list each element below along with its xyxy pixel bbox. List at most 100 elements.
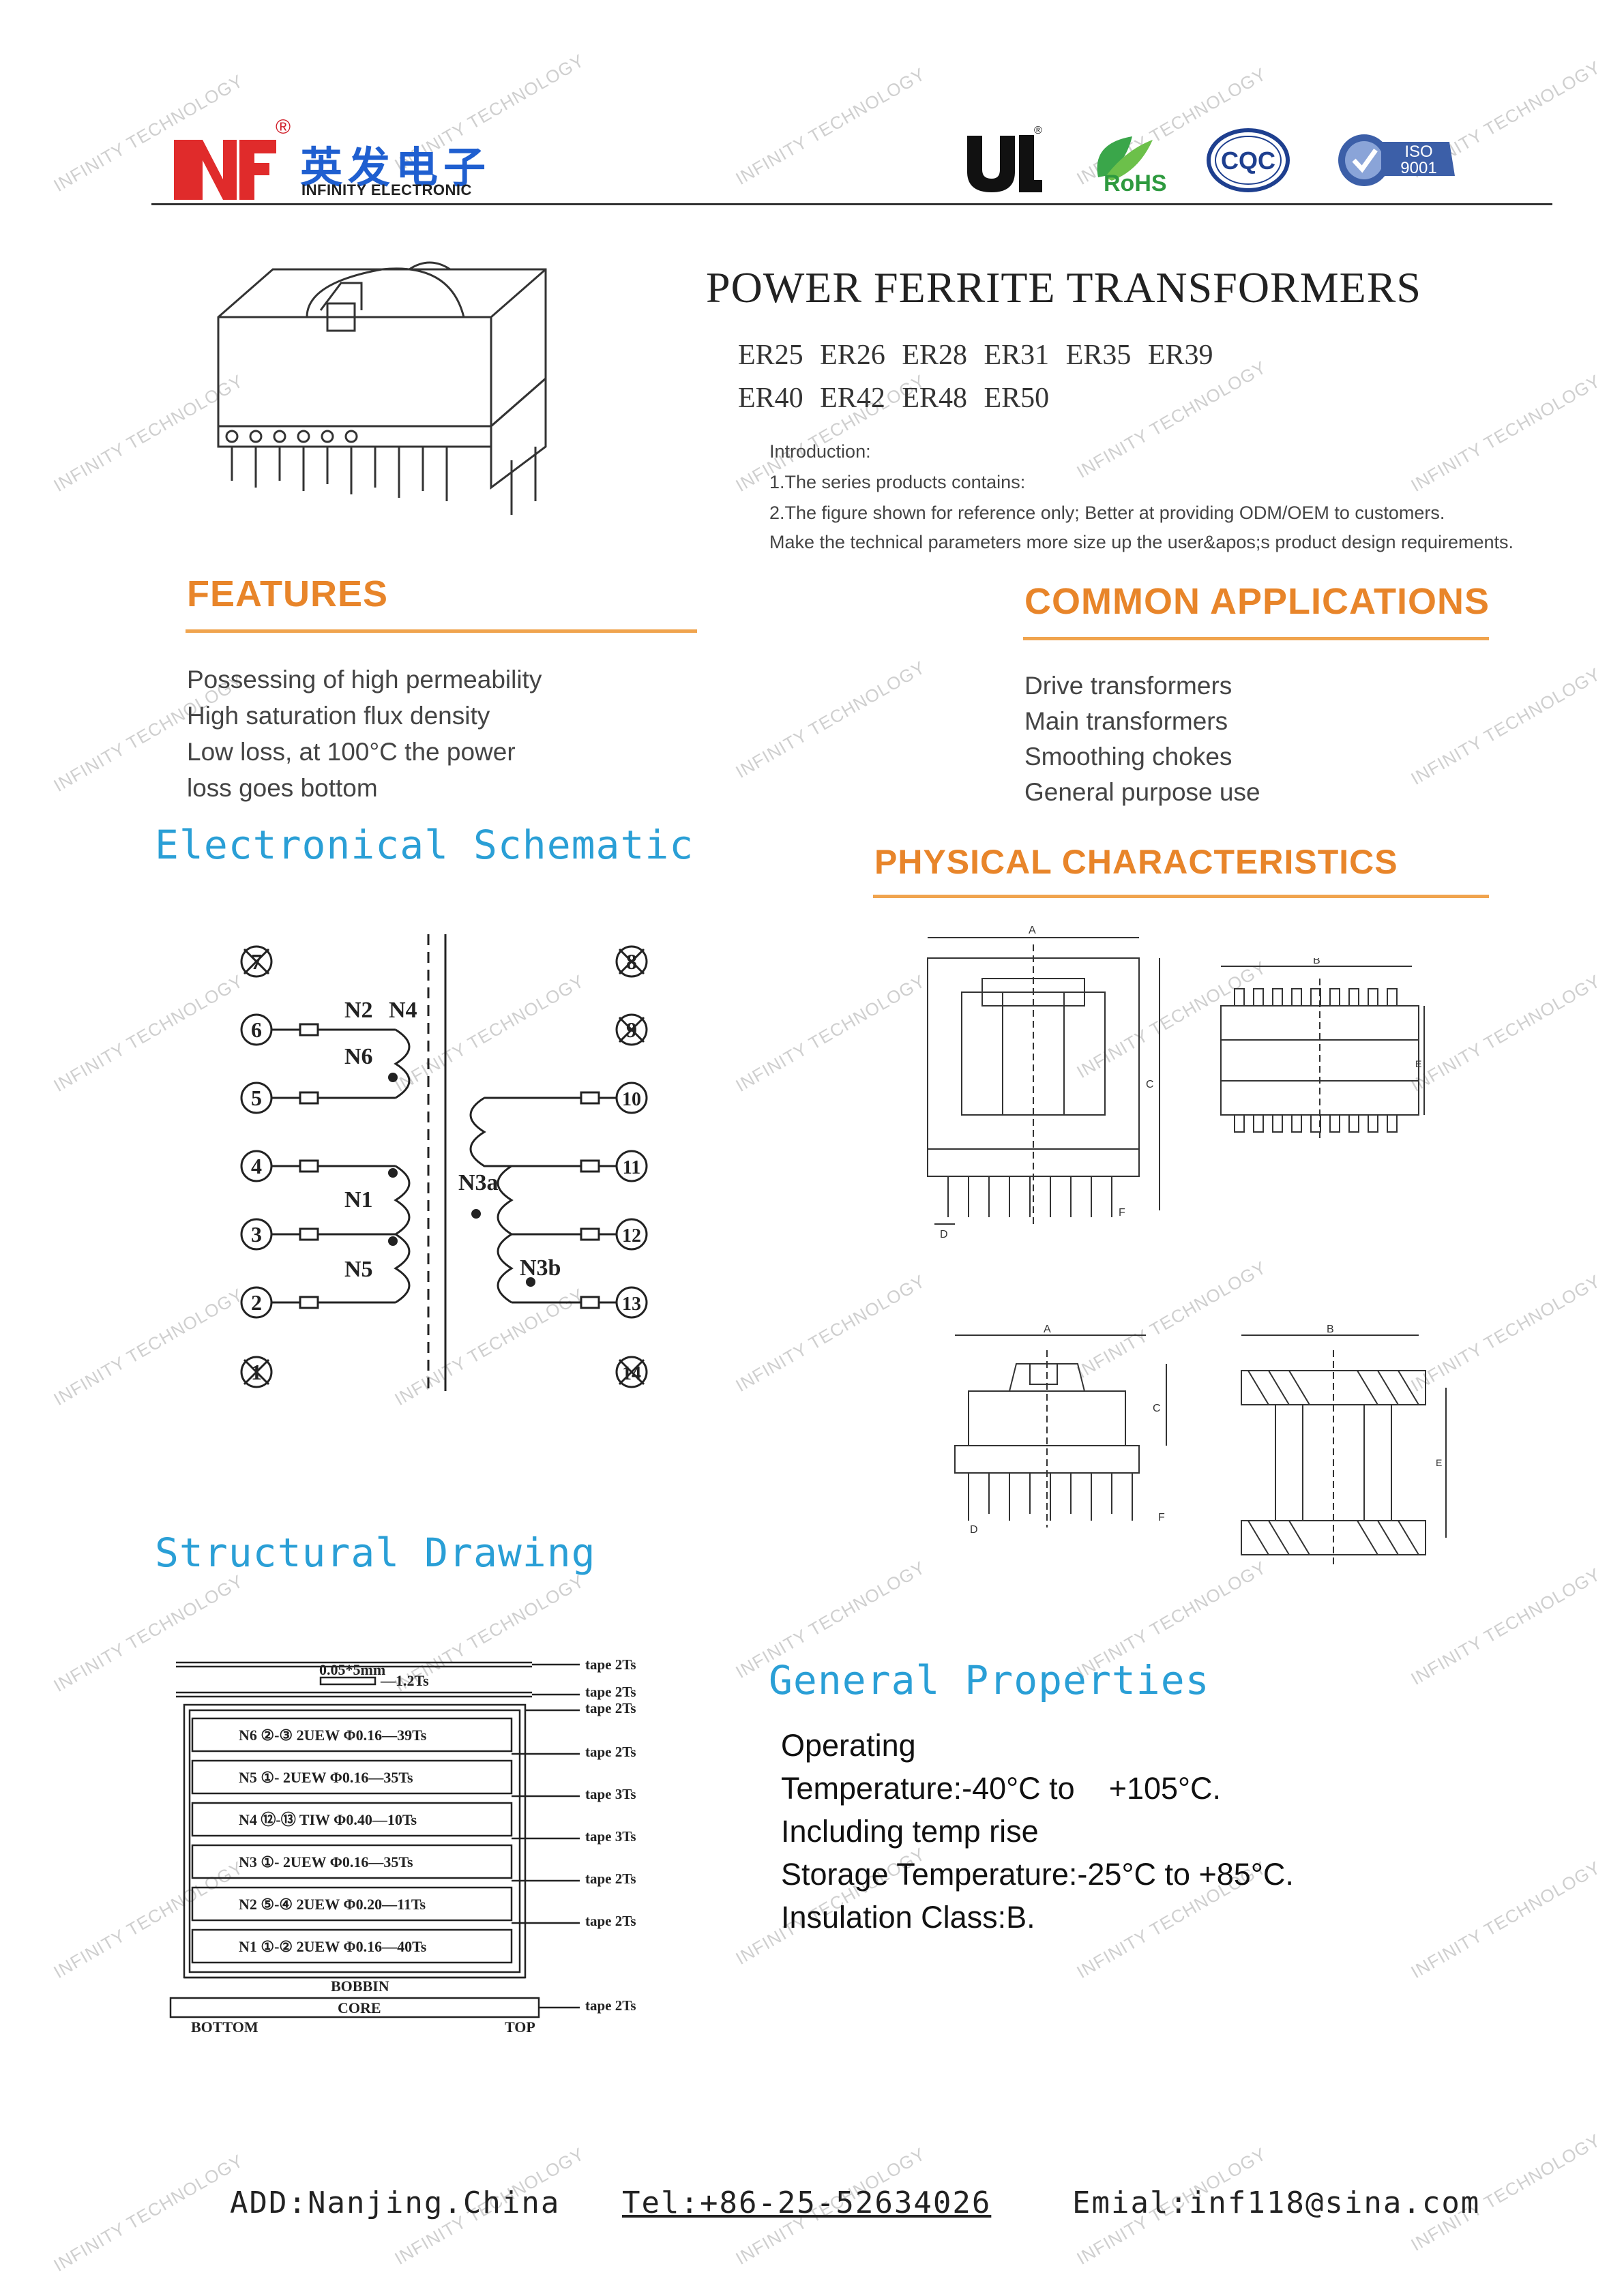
footer-email[interactable]: Emial:inf118@sina.com [1072,2186,1481,2220]
property-line: Storage Temperature:-25°C to +85°C. [781,1857,1294,1892]
winding-layer-label: N3 ①- 2UEW Φ0.16—35Ts [239,1853,413,1870]
pin-label: 3 [251,1222,262,1247]
watermark: INFINITY TECHNOLOGY [732,657,929,782]
model-list-row1: ER25 ER26 ER28 ER31 ER35 ER39 [738,340,1213,371]
footer-phone-link[interactable]: Tel:+86-25-52634026 [622,2186,992,2220]
dimension-label: F [1158,1512,1165,1523]
dimension-drawing-front: A C D F [927,925,1160,1238]
pin-label: 9 [626,1017,637,1042]
physical-heading: PHYSICAL CHARACTERISTICS [874,843,1398,881]
feature-item: Possessing of high permeability [187,666,542,694]
watermark: INFINITY TECHNOLOGY [1407,370,1604,496]
application-item: General purpose use [1024,778,1260,806]
pin-label: 1 [251,1360,262,1384]
watermark: INFINITY TECHNOLOGY [1073,357,1270,482]
tape-label: tape 3Ts [585,1786,636,1802]
pin-label: 4 [251,1154,262,1178]
properties-list: Operating Temperature:-40°C to +105°C. I… [781,1724,1294,1939]
structural-diagram: 0.05*5mm —1.2Ts N6 ②-③ 2UEW Φ0.16—39Ts N… [169,1656,636,2036]
dimension-label: D [940,1229,948,1238]
dimension-label: C [1146,1079,1154,1090]
rohs-label: RoHS [1104,170,1167,196]
winding-label: N5 [344,1257,373,1282]
property-line: Temperature:-40°C to +105°C. [781,1771,1222,1806]
top-label: TOP [505,2018,535,2036]
winding-layer-label: N2 ⑤-④ 2UEW Φ0.20—11Ts [239,1896,426,1913]
applications-heading: COMMON APPLICATIONS [1024,581,1490,622]
tape-label: tape 2Ts [585,1913,636,1929]
dimension-label: B [1327,1324,1334,1335]
physical-divider [873,895,1489,898]
property-line: Including temp rise [781,1814,1039,1849]
dimension-label: B [1313,958,1320,966]
dimension-label: A [1029,925,1036,936]
pin-label: 7 [251,949,262,974]
tape-label: tape 2Ts [585,1997,636,2014]
dimension-label: E [1415,1058,1421,1069]
bottom-label: BOTTOM [191,2018,259,2036]
tape-label: tape 2Ts [585,1870,636,1887]
tape-label: tape 2Ts [585,1656,636,1673]
features-list: Possessing of high permeability High sat… [187,661,542,806]
winding-label: N3a [458,1170,499,1195]
transformer-illustration [217,261,547,515]
watermark: INFINITY TECHNOLOGY [732,63,929,189]
schematic-diagram: 7 6 5 4 3 2 1 8 9 10 11 12 13 14 N2 N4 N… [240,934,648,1391]
ccc-cert-icon: CQC [1207,128,1290,192]
dimension-label: E [1436,1457,1442,1468]
company-logo-icon [174,140,276,200]
bobbin-label: BOBBIN [331,1978,389,1995]
watermark: INFINITY TECHNOLOGY [50,1284,247,1410]
tape-label: tape 3Ts [585,1828,636,1845]
pin-label: 13 [622,1294,641,1315]
dimension-drawing-top-2: B E [1241,1324,1447,1568]
pin-label: 11 [623,1157,640,1178]
footer-address: ADD:Nanjing.China [230,2186,561,2220]
winding-label: N2 [344,998,373,1023]
winding-label: N1 [344,1187,373,1212]
watermark: INFINITY TECHNOLOGY [1407,970,1604,1096]
iso-label: ISO [1404,143,1432,161]
pin-label: 14 [622,1363,641,1384]
iso-cert-icon: ISO 9001 [1338,134,1455,186]
schematic-heading: Electronical Schematic [155,822,694,868]
top-layer-turns: —1.2Ts [380,1672,429,1689]
top-layer-spec: 0.05*5mm [319,1661,385,1678]
winding-label: N3b [520,1255,561,1281]
intro-line-2: 2.The figure shown for reference only; B… [769,503,1445,523]
tape-label: tape 2Ts [585,1700,636,1716]
product-title: POWER FERRITE TRANSFORMERS [706,263,1421,312]
header-divider [151,203,1552,205]
ccc-label: CQC [1221,147,1275,175]
ul-cert-icon: ® [967,125,1042,192]
core-label: CORE [338,1999,381,2016]
winding-layer-label: N4 ⑫-⑬ TIW Φ0.40—10Ts [239,1811,417,1828]
winding-layer-label: N5 ①- 2UEW Φ0.16—35Ts [239,1769,413,1786]
iso-number: 9001 [1400,159,1436,177]
intro-line-1: 1.The series products contains: [769,472,1026,492]
winding-layer-label: N1 ①-② 2UEW Φ0.16—40Ts [239,1938,427,1955]
intro-line-3: Make the technical parameters more size … [769,532,1514,552]
properties-heading: General Properties [769,1657,1210,1703]
model-list-row2: ER40 ER42 ER48 ER50 [738,383,1050,414]
intro-heading: Introduction: [769,441,871,462]
features-divider [186,629,697,633]
tape-label: tape 2Ts [585,1744,636,1760]
watermark: INFINITY TECHNOLOGY [50,2150,247,2276]
applications-divider [1023,637,1489,640]
watermark: INFINITY TECHNOLOGY [50,970,247,1096]
property-line: Insulation Class:B. [781,1900,1035,1935]
tape-label: tape 2Ts [585,1684,636,1700]
application-item: Smoothing chokes [1024,743,1232,771]
rohs-cert-icon: RoHS [1097,136,1167,196]
watermark: INFINITY TECHNOLOGY [1407,664,1604,789]
dimension-label: A [1044,1324,1051,1335]
pin-label: 12 [622,1225,641,1247]
dimension-label: D [970,1524,978,1534]
features-heading: FEATURES [187,573,389,614]
feature-item: High saturation flux density [187,702,490,730]
winding-label: N4 [389,998,417,1023]
pin-label: 5 [251,1086,262,1110]
company-name-en: INFINITY ELECTRONIC [301,181,472,198]
property-line: Operating [781,1728,916,1763]
